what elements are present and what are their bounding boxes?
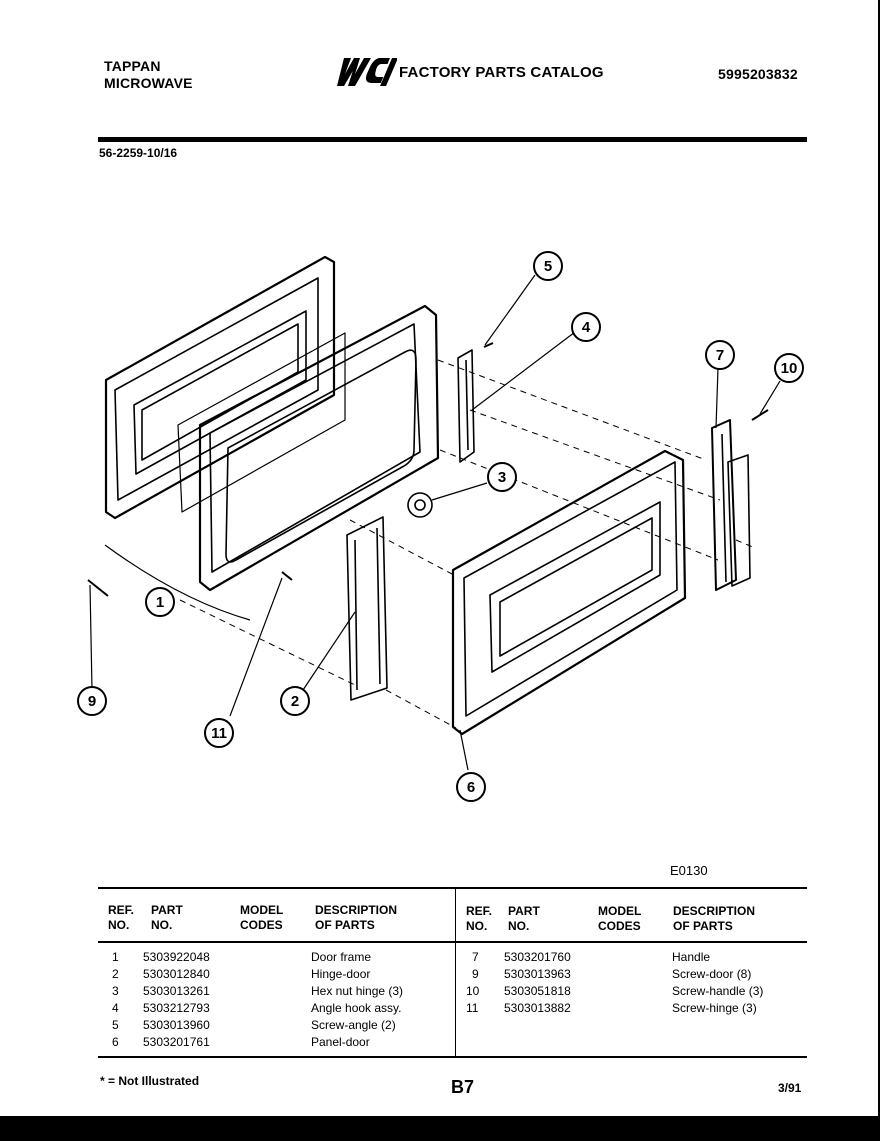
callout-label: 2 — [291, 693, 299, 710]
model-number: 56-2259-10/16 — [99, 146, 178, 160]
table-header-rule — [98, 941, 807, 943]
callout-label: 9 — [88, 693, 96, 710]
callout-5 — [533, 251, 563, 281]
handle-part — [711, 419, 751, 591]
hinge-door-part — [346, 516, 388, 701]
door-body-part — [198, 304, 440, 592]
product-type: MICROWAVE — [104, 75, 193, 91]
callout-3 — [487, 462, 517, 492]
callout-group — [77, 251, 804, 802]
callout-label: 11 — [211, 725, 227, 742]
footnote: * = Not Illustrated — [100, 1074, 200, 1088]
callout-label: 3 — [498, 469, 506, 486]
header-rule — [98, 137, 807, 142]
hex-nut-part — [407, 492, 433, 518]
header-ref: REF.NO. — [108, 903, 135, 932]
door-frame-part — [104, 255, 336, 520]
brand-block: TAPPAN MICROWAVE — [104, 58, 193, 92]
catalog-number: 5995203832 — [718, 66, 798, 82]
callout-label: 4 — [582, 319, 591, 336]
callout-label: 6 — [467, 779, 475, 796]
callout-9 — [77, 686, 107, 716]
table-bottom-rule — [98, 1056, 807, 1058]
callout-label: 10 — [781, 360, 798, 377]
wci-logo — [337, 58, 397, 86]
angle-hook-part — [457, 349, 475, 463]
table-top-rule — [98, 887, 807, 889]
screw-parts — [87, 342, 769, 597]
exploded-door-diagram: 1 2 3 4 5 6 7 9 10 11 — [77, 251, 804, 802]
callout-7 — [705, 340, 735, 370]
callout-6 — [456, 772, 486, 802]
callout-label: 1 — [156, 594, 164, 611]
callout-11 — [204, 718, 234, 748]
table-column-divider — [455, 889, 456, 1056]
header-ref: REF.NO. — [466, 904, 493, 933]
callout-1 — [145, 587, 175, 617]
catalog-title: FACTORY PARTS CATALOG — [399, 64, 604, 81]
brand-name: TAPPAN — [104, 58, 161, 74]
catalog-page: TAPPAN MICROWAVE FACTORY PARTS CATALOG 5… — [0, 0, 878, 1116]
panel-door-part — [451, 449, 687, 736]
issue-date: 3/91 — [778, 1081, 802, 1095]
callout-2 — [280, 686, 310, 716]
page-code: B7 — [451, 1077, 475, 1097]
figure-code: E0130 — [670, 863, 708, 878]
callout-10 — [774, 353, 804, 383]
callout-4 — [571, 312, 601, 342]
callout-label: 5 — [544, 258, 552, 275]
callout-label: 7 — [716, 347, 724, 364]
